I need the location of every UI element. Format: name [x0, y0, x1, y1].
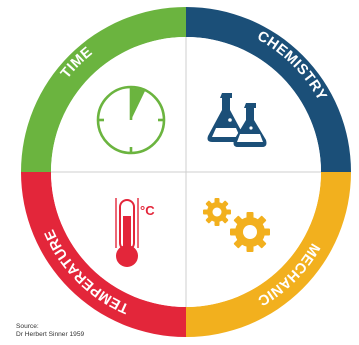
time-ring-segment	[21, 7, 186, 172]
temperature-ring-segment	[21, 172, 186, 337]
source-note: Source: Dr Herbert Sinner 1959	[16, 323, 84, 339]
source-heading: Source:	[16, 323, 39, 330]
chemistry-ring-segment	[186, 7, 351, 172]
celsius-unit-label: °C	[140, 203, 155, 218]
gears-icon	[203, 198, 270, 252]
flask-icon	[207, 93, 267, 147]
stopwatch-icon	[96, 85, 166, 155]
source-author: Dr Herbert Sinner 1959	[16, 331, 85, 338]
mechanic-ring-segment	[186, 172, 351, 337]
thermometer-icon	[115, 198, 139, 267]
